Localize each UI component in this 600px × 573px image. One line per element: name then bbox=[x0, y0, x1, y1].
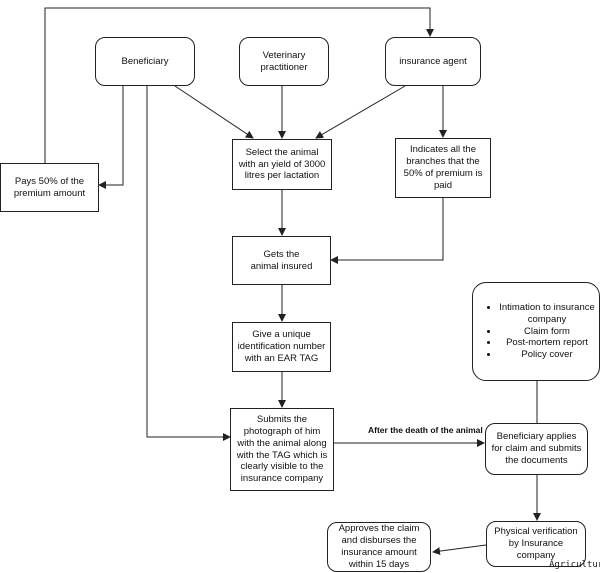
node-insurance-agent: insurance agent bbox=[385, 37, 481, 86]
node-approves-claim: Approves the claim and disburses the ins… bbox=[327, 522, 431, 572]
node-select-animal: Select the animal with an yield of 3000 … bbox=[232, 139, 332, 190]
arrow-agent-to-select bbox=[315, 85, 406, 139]
arrow-beneficiary-to-select bbox=[174, 85, 254, 139]
arrow-beneficiary-to-submits bbox=[146, 86, 231, 441]
edge-label-after-death: After the death of the animal bbox=[368, 425, 483, 435]
doc-item: Post-mortem report bbox=[499, 337, 595, 349]
arrow-beneficiary-to-pays bbox=[98, 86, 124, 189]
node-unique-id: Give a unique identification number with… bbox=[232, 322, 331, 372]
node-pays-premium: Pays 50% of the premium amount bbox=[0, 163, 99, 212]
node-beneficiary: Beneficiary bbox=[95, 37, 195, 86]
node-documents-list: Intimation to insurance company Claim fo… bbox=[472, 282, 600, 381]
node-gets-insured: Gets the animal insured bbox=[232, 236, 331, 285]
arrow-pays-to-agent bbox=[44, 7, 434, 163]
node-submits-photo: Submits the photograph of him with the a… bbox=[230, 408, 334, 491]
doc-item: Claim form bbox=[499, 326, 595, 338]
arrow-verification-to-approves bbox=[432, 544, 487, 556]
arrow-branches-to-insured bbox=[330, 198, 444, 264]
node-veterinary-practitioner: Veterinary practitioner bbox=[239, 37, 329, 86]
node-indicates-branches: Indicates all the branches that the 50% … bbox=[395, 138, 491, 198]
node-physical-verification: Physical verification by Insurance compa… bbox=[486, 521, 586, 567]
doc-item: Intimation to insurance company bbox=[499, 302, 595, 326]
node-applies-claim: Beneficiary applies for claim and submit… bbox=[485, 423, 588, 475]
doc-item: Policy cover bbox=[499, 349, 595, 361]
watermark: Agriculture bbox=[549, 560, 600, 570]
